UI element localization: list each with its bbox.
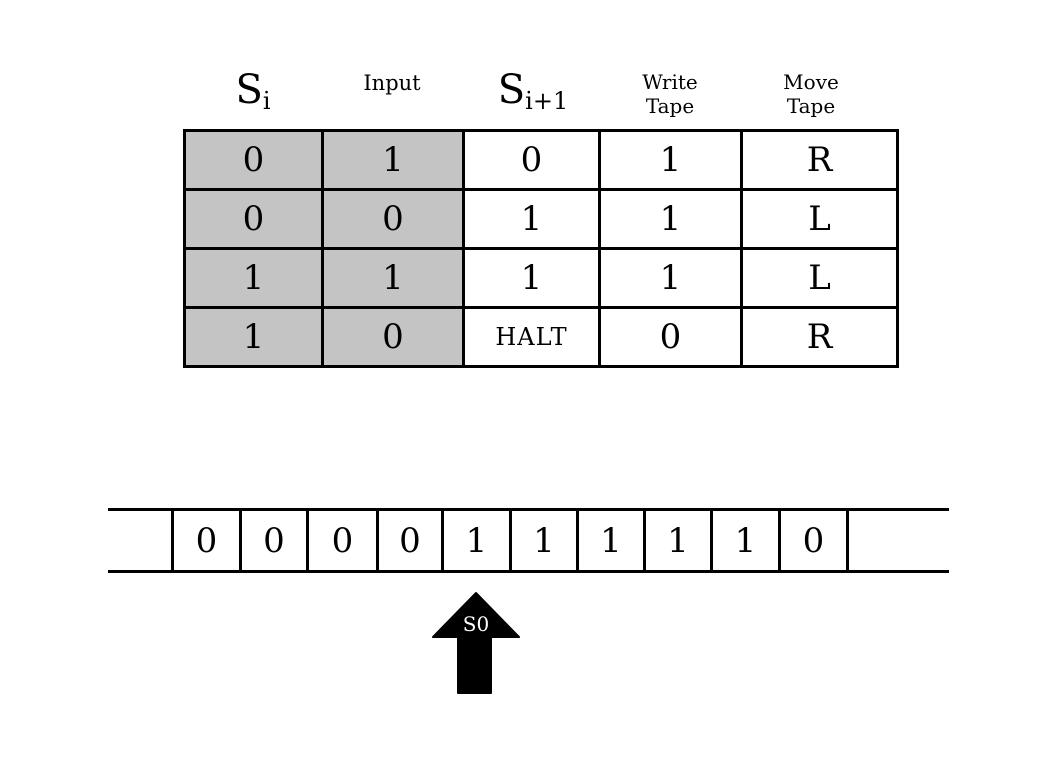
tape-top-line xyxy=(108,508,949,511)
tape-cell: 0 xyxy=(306,511,376,571)
cell-write: 1 xyxy=(598,188,743,250)
cell-next-state: 1 xyxy=(462,247,601,309)
tape-head-arrow-icon xyxy=(432,592,520,694)
tape: 0 0 0 0 1 1 1 1 1 0 xyxy=(171,511,849,571)
cell-next-state: 1 xyxy=(462,188,601,250)
cell-move: R xyxy=(740,306,899,368)
cell-move: R xyxy=(740,129,899,191)
cell-move: L xyxy=(740,247,899,309)
header-next-state: Si+1 xyxy=(497,67,569,115)
tape-cell: 1 xyxy=(576,511,643,571)
cell-state: 0 xyxy=(183,129,324,191)
transition-table: 0 1 0 1 R 0 0 1 1 L 1 1 1 1 L 1 0 HALT 0… xyxy=(183,129,899,368)
head-state-label: S0 xyxy=(462,612,490,636)
cell-input: 1 xyxy=(321,129,465,191)
table-row: 1 0 HALT 0 R xyxy=(183,306,899,368)
table-row: 1 1 1 1 L xyxy=(183,247,899,309)
table-row: 0 0 1 1 L xyxy=(183,188,899,250)
cell-write: 1 xyxy=(598,247,743,309)
tape-cell: 0 xyxy=(239,511,306,571)
cell-input: 1 xyxy=(321,247,465,309)
cell-write: 0 xyxy=(598,306,743,368)
cell-move: L xyxy=(740,188,899,250)
tape-bottom-line xyxy=(108,570,949,573)
tape-cell: 1 xyxy=(710,511,778,571)
tape-cell: 1 xyxy=(509,511,576,571)
cell-input: 0 xyxy=(321,306,465,368)
cell-next-state: HALT xyxy=(462,306,601,368)
cell-state: 1 xyxy=(183,306,324,368)
cell-next-state: 0 xyxy=(462,129,601,191)
header-input: Input xyxy=(363,71,421,95)
tape-cell: 0 xyxy=(376,511,441,571)
tape-cell: 1 xyxy=(643,511,710,571)
tape-cell: 1 xyxy=(441,511,509,571)
tape-cell: 0 xyxy=(171,511,239,571)
cell-write: 1 xyxy=(598,129,743,191)
tape-cell: 0 xyxy=(778,511,849,571)
table-row: 0 1 0 1 R xyxy=(183,129,899,191)
cell-state: 0 xyxy=(183,188,324,250)
cell-input: 0 xyxy=(321,188,465,250)
cell-state: 1 xyxy=(183,247,324,309)
header-state: Si xyxy=(235,67,271,115)
